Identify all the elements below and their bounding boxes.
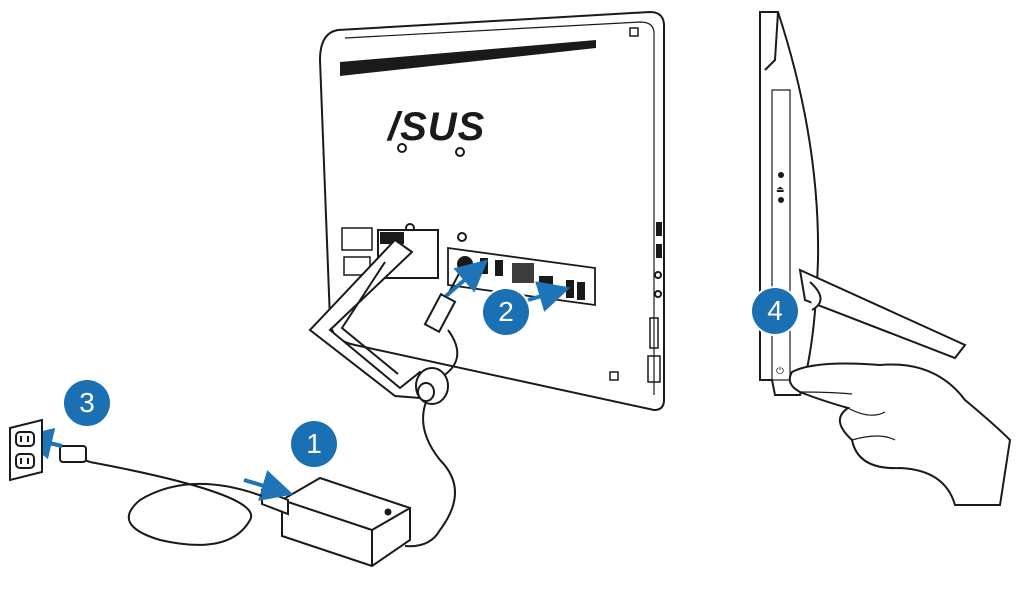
asus-logo: /SUS	[386, 105, 485, 149]
dc-in-port	[457, 256, 473, 272]
ac-cord	[59, 445, 263, 546]
power-cable	[404, 267, 463, 548]
step-badge-1: 1	[291, 421, 337, 467]
speaker-grid	[512, 263, 534, 283]
lan-port	[539, 276, 553, 290]
eject-icon: ⏏	[776, 184, 785, 194]
usb-port-icon	[566, 280, 574, 298]
arrow-adapter	[243, 470, 294, 501]
arrow-lan	[527, 281, 571, 312]
pc-side-view: ⏏ ⏻	[759, 11, 967, 396]
wall-outlet-icon	[9, 418, 43, 482]
step-badge-2: 2	[483, 289, 529, 335]
pc-back-view: /SUS	[318, 10, 666, 412]
step-badge-4: 4	[752, 288, 798, 334]
vent-grille	[340, 40, 596, 76]
hand-icon	[788, 362, 1012, 506]
power-icon: ⏻	[776, 366, 784, 377]
arrow-dc-in	[444, 259, 489, 298]
power-adapter-icon	[261, 476, 411, 568]
step-badge-3: 3	[64, 380, 110, 426]
